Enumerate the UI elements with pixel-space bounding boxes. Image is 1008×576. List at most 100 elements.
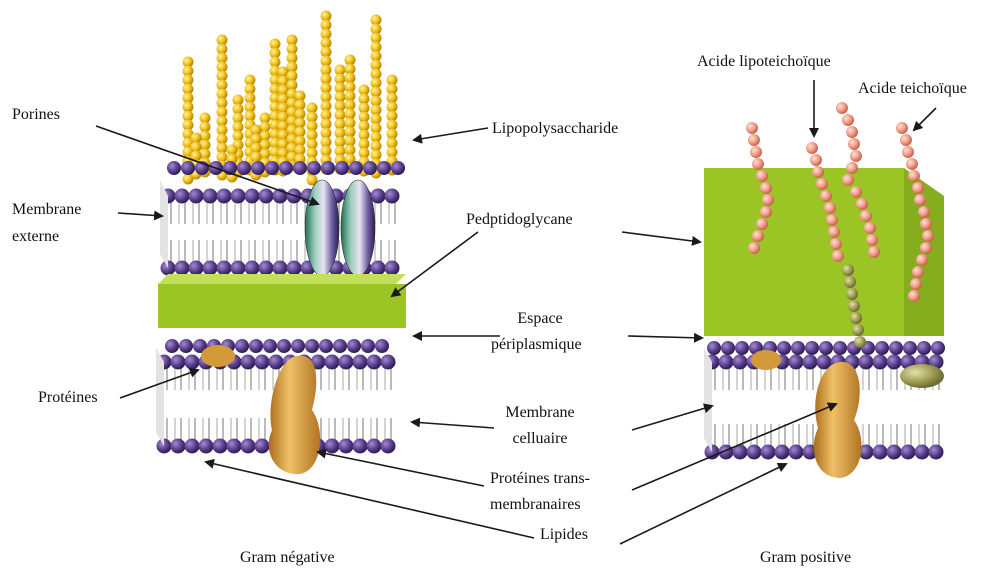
arrow-peptidoglycane-pos [622, 232, 700, 242]
lipoteichoic-bead [848, 300, 860, 312]
teichoic-bead [848, 138, 860, 150]
label-proteines: Protéines [38, 387, 98, 409]
lipid-head [249, 339, 263, 353]
teichoic-bead [820, 190, 832, 202]
lipid-head [367, 355, 382, 370]
lipid-head [719, 355, 734, 370]
arrow-peptidoglycane-neg [392, 232, 478, 296]
caption-gram-positive: Gram positive [760, 549, 851, 567]
lipid-head [761, 445, 776, 460]
label-membrane-cellulaire-2: celluaire [500, 428, 580, 450]
teichoic-bead [850, 186, 862, 198]
inner-membrane-pos-back-row [707, 341, 945, 355]
label-acide-teichoique: Acide teichoïque [858, 78, 967, 100]
lipoteichoic-bead [846, 288, 858, 300]
lipid-head [789, 445, 804, 460]
teichoic-bead [842, 114, 854, 126]
lipid-head [179, 339, 193, 353]
lipid-head [227, 439, 242, 454]
lipoteichoic-bead [842, 264, 854, 276]
lipid-head [367, 439, 382, 454]
lipid-head [349, 161, 363, 175]
lipid-head [875, 341, 889, 355]
teichoic-bead [836, 102, 848, 114]
label-acide-lipoteichoique: Acide lipoteichoïque [697, 51, 831, 73]
lipid-head [319, 339, 333, 353]
label-membrane-externe-1: Membrane [12, 199, 81, 221]
lipid-head [185, 439, 200, 454]
lipid-head [231, 261, 246, 276]
lipid-head [273, 261, 288, 276]
lipid-head [325, 355, 340, 370]
teichoic-bead [750, 146, 762, 158]
lipid-head [385, 189, 400, 204]
lipid-head [735, 341, 749, 355]
lipid-head [385, 261, 400, 276]
lipid-head [929, 445, 944, 460]
teichoic-bead [748, 242, 760, 254]
teichoic-bead [918, 206, 930, 218]
lipid-head [277, 339, 291, 353]
teichoic-bead [812, 166, 824, 178]
lipid-head [381, 355, 396, 370]
lipid-head [265, 161, 279, 175]
lipid-head [363, 161, 377, 175]
lipid-head [333, 339, 347, 353]
teichoic-bead [748, 134, 760, 146]
arrow-acide-teichoique [914, 108, 936, 130]
lipid-head [917, 341, 931, 355]
teichoic-bead [832, 250, 844, 262]
lipid-head [235, 339, 249, 353]
caption-gram-negative: Gram négative [240, 549, 335, 567]
teichoic-bead [868, 246, 880, 258]
lipid-head [859, 355, 874, 370]
label-peptidoglycane: Pedptidoglycane [466, 209, 573, 231]
inner-membrane-neg-back-row [165, 339, 389, 353]
label-espace-1: Espace [500, 308, 580, 330]
teichoic-bead [806, 142, 818, 154]
teichoic-bead [910, 278, 922, 290]
arrow-espace-pos [628, 336, 702, 338]
teichoic-bead [842, 174, 854, 186]
lipid-head [901, 445, 916, 460]
lipid-head [361, 339, 375, 353]
lipid-head [259, 261, 274, 276]
lipid-head [819, 341, 833, 355]
arrow-membrane-cellulaire-pos [632, 406, 712, 430]
lipid-head [255, 439, 270, 454]
teichoic-bead [816, 178, 828, 190]
arrow-membrane-externe [118, 213, 162, 216]
label-lipides: Lipides [540, 524, 588, 546]
lipid-head [377, 161, 391, 175]
label-espace-2: périplasmique [491, 334, 582, 356]
lipid-head [805, 341, 819, 355]
lipid-head [747, 445, 762, 460]
lps-group [183, 11, 398, 186]
teichoic-bead [846, 162, 858, 174]
lipid-head [279, 161, 293, 175]
label-proteines-trans-1: Protéines trans- [490, 468, 590, 490]
teichoic-bead [762, 194, 774, 206]
teichoic-bead [902, 146, 914, 158]
lipid-head [873, 355, 888, 370]
lipid-head [321, 161, 335, 175]
lipid-head [245, 189, 260, 204]
teichoic-bead [920, 242, 932, 254]
lipid-head [371, 261, 386, 276]
teichoic-bead [920, 218, 932, 230]
teichoic-bead [908, 290, 920, 302]
teichoic-bead [760, 206, 772, 218]
lipid-head [733, 355, 748, 370]
lipid-head [181, 161, 195, 175]
lipid-head [269, 355, 284, 370]
lipid-head [887, 355, 902, 370]
protein-small-neg [201, 345, 235, 367]
inner-membrane-neg-side [156, 348, 164, 446]
arrow-proteines-trans-neg [318, 452, 484, 486]
lipid-head [873, 445, 888, 460]
label-porines: Porines [12, 104, 60, 126]
lipid-head [213, 439, 228, 454]
lipoteichoic-bead [844, 276, 856, 288]
lipid-head [887, 445, 902, 460]
label-membrane-externe-2: externe [12, 226, 59, 248]
